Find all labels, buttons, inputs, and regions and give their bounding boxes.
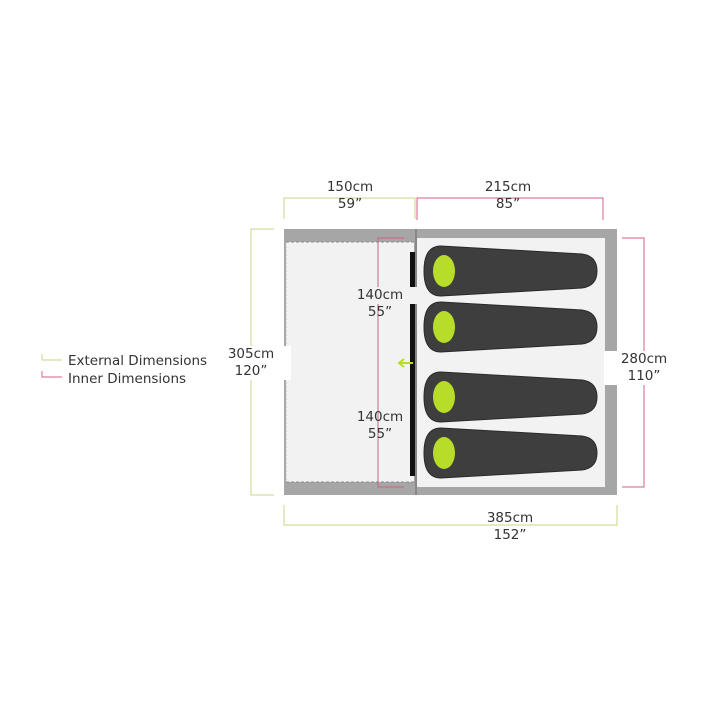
external-depth-cm: 305cm xyxy=(227,346,275,362)
door-lower-in: 55” xyxy=(367,426,393,442)
bedroom-width-label: 215cm 85” xyxy=(468,179,548,213)
legend-inner-label: Inner Dimensions xyxy=(68,371,187,387)
door-upper-cm: 140cm xyxy=(340,287,420,304)
porch-width-label: 150cm 59” xyxy=(310,179,390,213)
door-upper-label: 140cm 55” xyxy=(340,287,420,321)
external-depth-in: 120” xyxy=(234,363,268,379)
external-depth-label: 305cm 120” xyxy=(211,346,291,380)
door-lower-cm: 140cm xyxy=(356,409,404,425)
legend-external-label: External Dimensions xyxy=(68,353,208,369)
porch-width-in: 59” xyxy=(337,196,363,212)
legend-external-swatch xyxy=(41,354,62,361)
porch-floor xyxy=(286,242,414,482)
sleeping-bag xyxy=(423,301,598,353)
total-length-in: 152” xyxy=(493,527,527,543)
total-length-bracket xyxy=(283,505,618,526)
inner-depth-label: 280cm 110” xyxy=(604,351,684,385)
arrow-left-icon xyxy=(397,358,413,368)
inner-depth-in: 110” xyxy=(627,368,661,384)
total-length-cm: 385cm xyxy=(486,510,534,526)
inner-depth-cm: 280cm xyxy=(620,351,668,367)
total-length-label: 385cm 152” xyxy=(470,510,550,544)
porch-width-cm: 150cm xyxy=(326,179,374,195)
sleeping-bag xyxy=(423,245,598,297)
sleeping-bag xyxy=(423,427,598,479)
bedroom-width-cm: 215cm xyxy=(484,179,532,195)
bedroom-width-bracket xyxy=(416,197,604,220)
door-upper-bracket xyxy=(377,237,404,363)
door-lower-bracket xyxy=(377,363,404,488)
legend-inner-swatch xyxy=(41,371,62,378)
bedroom-width-in: 85” xyxy=(495,196,521,212)
sleeping-bag xyxy=(423,371,598,423)
door-lower-label: 140cm 55” xyxy=(340,409,420,443)
door-upper-in: 55” xyxy=(367,304,393,320)
porch-width-bracket xyxy=(283,197,416,219)
